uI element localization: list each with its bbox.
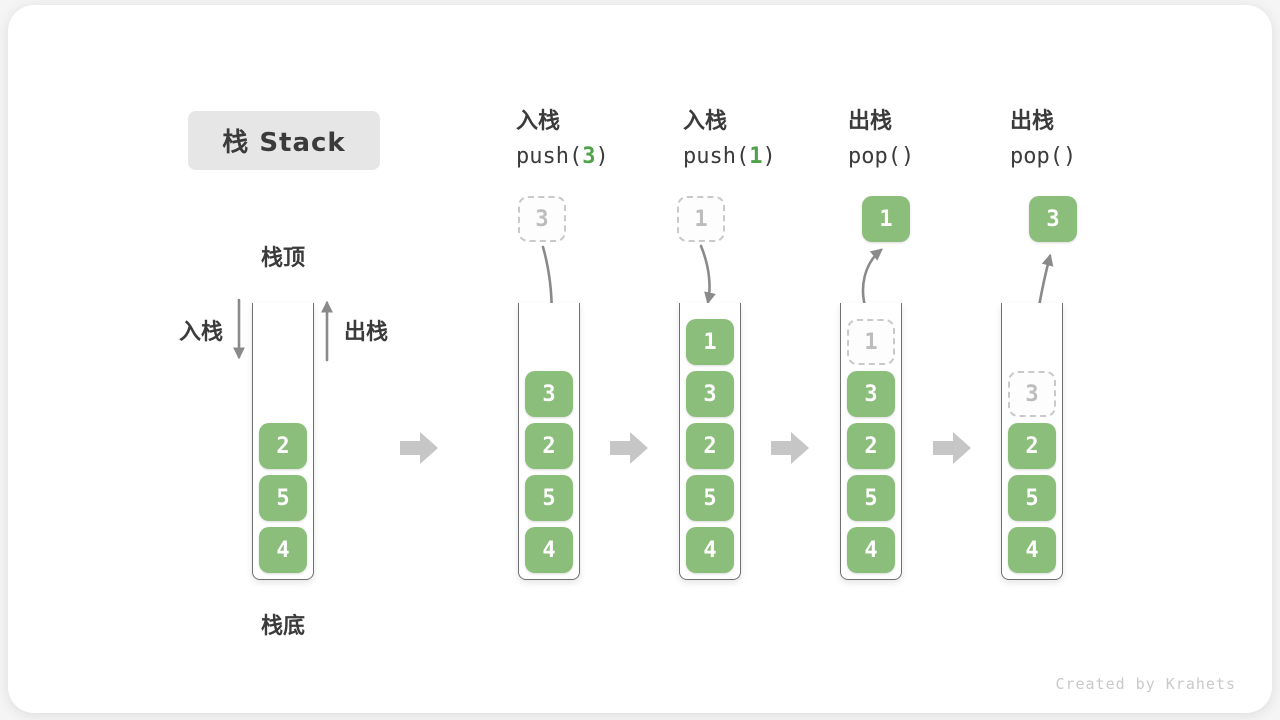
code-arg: 3 — [582, 144, 596, 169]
stack-item: 2 — [686, 423, 734, 469]
stack-item-removed: 3 — [1008, 371, 1056, 417]
code-text: push( — [516, 144, 583, 169]
operation-code: push(1) — [683, 143, 853, 171]
watermark: Created by Krahets — [1055, 675, 1236, 693]
popped-value-box: 3 — [1029, 196, 1077, 242]
push-side-label: 入栈 — [178, 320, 223, 345]
stack-item: 2 — [525, 423, 573, 469]
stack-after-pop1: 1 3 2 5 4 — [840, 303, 902, 580]
panel-header-pop3: 出栈 pop() — [1010, 108, 1180, 171]
incoming-value-box: 3 — [518, 196, 566, 242]
pop-side-label: 出栈 — [343, 320, 388, 345]
stack-after-push3: 3 2 5 4 — [518, 303, 580, 580]
title-badge: 栈 Stack — [188, 111, 380, 170]
code-text: pop() — [848, 144, 915, 169]
stack-item: 2 — [259, 423, 307, 469]
code-text: ) — [762, 144, 776, 169]
popped-value-box: 1 — [862, 196, 910, 242]
stack-item: 5 — [686, 475, 734, 521]
operation-label: 入栈 — [516, 109, 561, 134]
code-text: pop() — [1010, 144, 1077, 169]
stack-item: 5 — [525, 475, 573, 521]
stack-item: 1 — [686, 319, 734, 365]
stack-bottom-label: 栈底 — [260, 614, 305, 639]
code-text: ) — [595, 144, 609, 169]
incoming-value-box: 1 — [677, 196, 725, 242]
stack-after-pop3: 3 2 5 4 — [1001, 303, 1063, 580]
stack-after-push1: 1 3 2 5 4 — [679, 303, 741, 580]
operation-label: 入栈 — [683, 109, 728, 134]
operation-label: 出栈 — [848, 109, 893, 134]
stack-item-removed: 1 — [847, 319, 895, 365]
panel-header-pop1: 出栈 pop() — [848, 108, 1018, 171]
stack-item: 5 — [259, 475, 307, 521]
stack-initial: 2 5 4 — [252, 303, 314, 580]
panel-header-push1: 入栈 push(1) — [683, 108, 853, 171]
stack-item: 3 — [686, 371, 734, 417]
stack-item: 4 — [525, 527, 573, 573]
stack-item: 4 — [847, 527, 895, 573]
operation-label: 出栈 — [1010, 109, 1055, 134]
stack-item: 3 — [525, 371, 573, 417]
panel-header-push3: 入栈 push(3) — [516, 108, 686, 171]
code-arg: 1 — [749, 144, 763, 169]
stack-top-label: 栈顶 — [260, 246, 305, 271]
code-text: push( — [683, 144, 750, 169]
stack-item: 4 — [686, 527, 734, 573]
stack-item: 5 — [847, 475, 895, 521]
stack-item: 2 — [1008, 423, 1056, 469]
stack-item: 5 — [1008, 475, 1056, 521]
stack-item: 4 — [259, 527, 307, 573]
operation-code: pop() — [1010, 143, 1180, 171]
operation-code: push(3) — [516, 143, 686, 171]
stack-item: 2 — [847, 423, 895, 469]
operation-code: pop() — [848, 143, 1018, 171]
stack-item: 4 — [1008, 527, 1056, 573]
stack-item: 3 — [847, 371, 895, 417]
